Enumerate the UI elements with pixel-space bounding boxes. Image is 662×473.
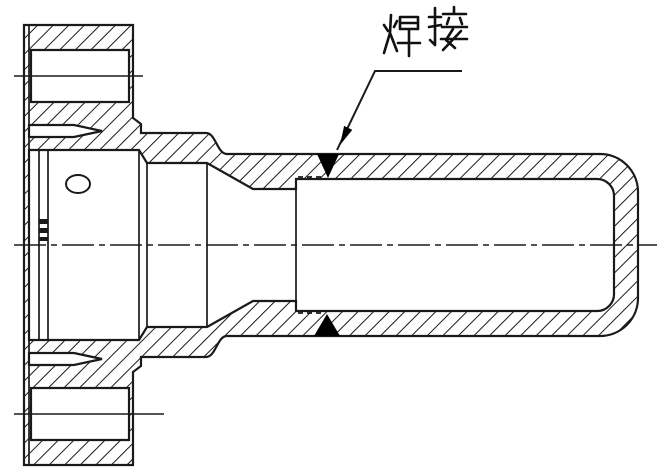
leader-line <box>336 70 462 151</box>
small-hole-mark <box>65 174 91 194</box>
weld-label-glyphs <box>382 5 469 58</box>
groove-band <box>39 219 48 224</box>
weld-leader <box>336 70 462 151</box>
weld-bead-bottom <box>314 314 340 336</box>
leader-arrow-icon <box>340 125 353 145</box>
glyph-jie <box>427 5 469 52</box>
sleeve-groove-rings <box>39 219 48 241</box>
groove-band <box>39 228 48 233</box>
weld-annotation-text: 焊接 <box>379 6 479 66</box>
weld-bead-top <box>317 154 339 178</box>
glyph-han <box>382 13 422 58</box>
part-cross-section <box>22 23 640 467</box>
groove-band <box>39 237 48 241</box>
